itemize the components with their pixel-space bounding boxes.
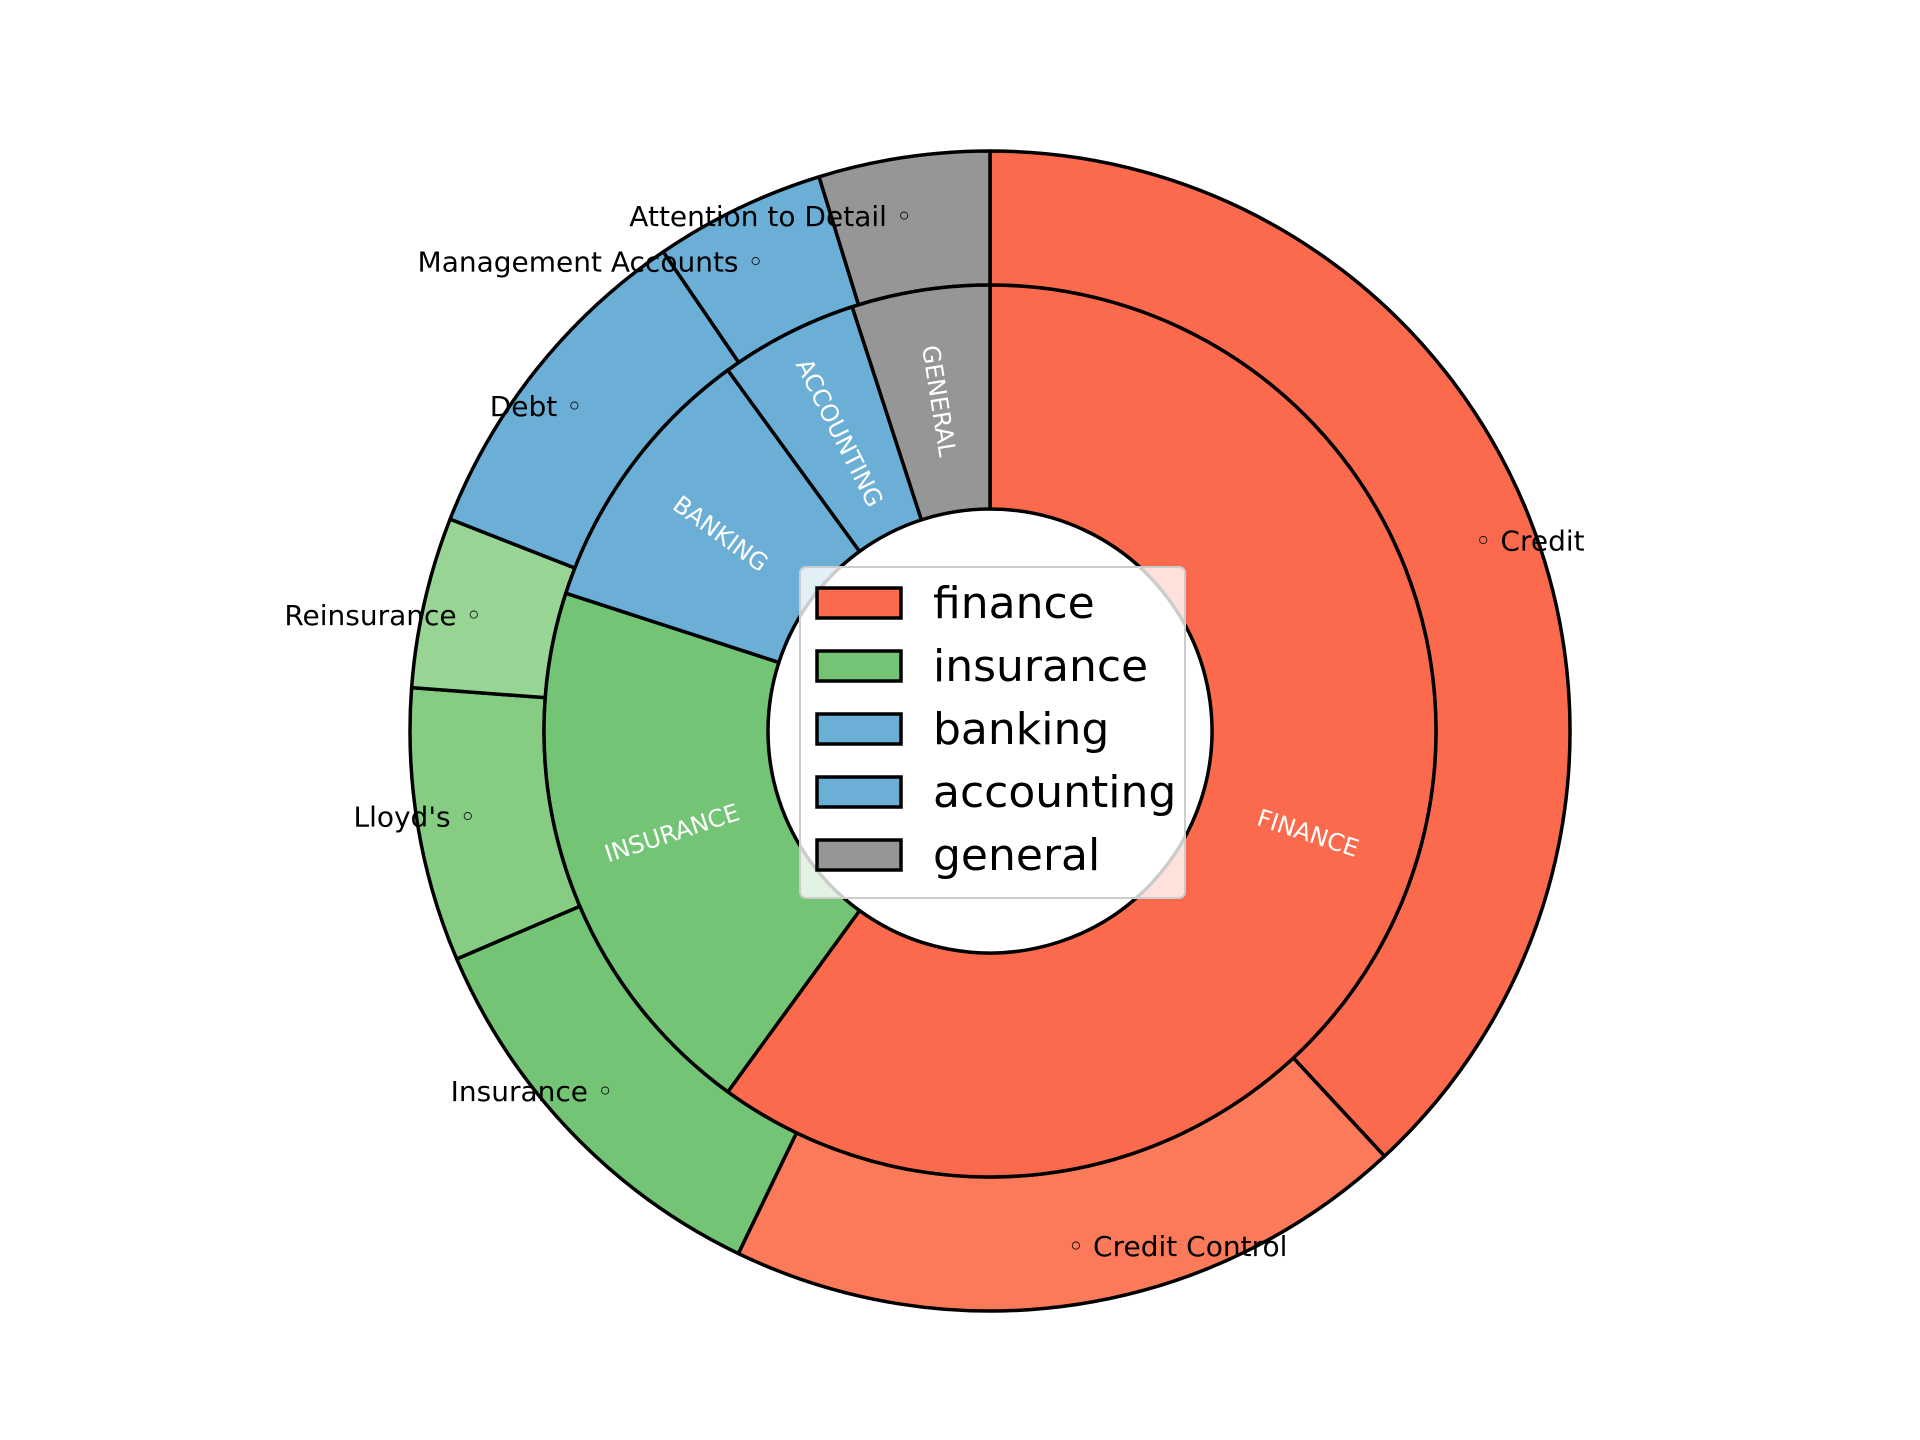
legend-label-banking: banking [933, 704, 1109, 755]
legend-swatch-finance [815, 586, 903, 620]
legend-entries: finance insurance banking accounting general [815, 578, 1176, 881]
legend-label-finance: finance [933, 578, 1095, 629]
legend-swatch-general [815, 838, 903, 872]
legend-label-general: general [933, 830, 1100, 881]
legend-label-accounting: accounting [933, 767, 1176, 818]
outer-label-debt: Debt ◦ [490, 390, 583, 423]
inner-wedge-insurance [542, 591, 862, 1094]
legend-label-insurance: insurance [933, 641, 1148, 692]
outer-label-management-accounts: Management Accounts ◦ [418, 246, 764, 279]
inner-wedge-general [850, 283, 992, 522]
legend: finance insurance banking accounting general [799, 566, 1186, 899]
outer-label-reinsurance: Reinsurance ◦ [284, 599, 482, 632]
legend-swatch-insurance [815, 649, 903, 683]
outer-label-credit: ◦ Credit [1475, 525, 1585, 558]
outer-labels: ◦ Credit ◦ Credit Control Insurance ◦ Lloyd… [284, 200, 1584, 1263]
inner-ring [542, 283, 1438, 1179]
outer-label-credit-control: ◦ Credit Control [1068, 1230, 1288, 1263]
outer-label-lloyd-s: Lloyd's ◦ [353, 800, 476, 833]
outer-ring [408, 149, 1572, 1313]
legend-swatch-accounting [815, 775, 903, 809]
outer-label-insurance: Insurance ◦ [451, 1075, 614, 1108]
legend-swatch-banking [815, 712, 903, 746]
outer-label-attention-to-detail: Attention to Detail ◦ [629, 200, 912, 233]
inner-wedge-finance [726, 283, 1438, 1179]
